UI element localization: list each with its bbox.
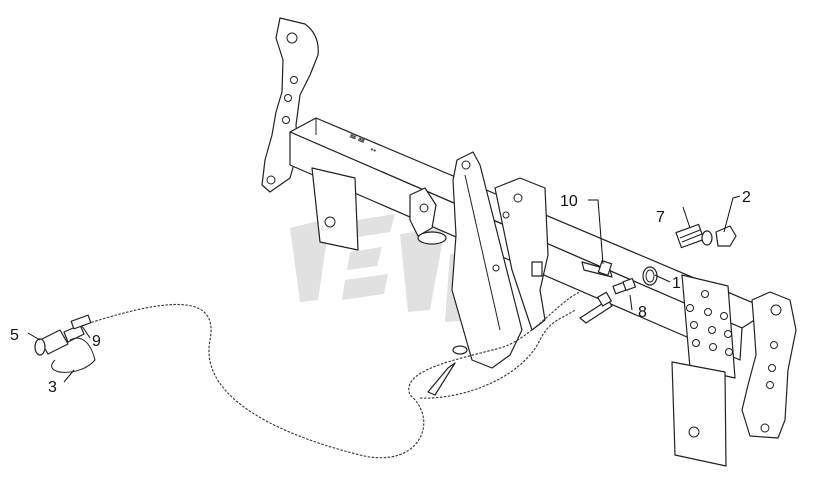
left-lower-plate <box>311 167 359 251</box>
hydraulic-hose <box>79 291 581 459</box>
right-lower-plate <box>671 361 727 467</box>
callout-leaders <box>27 195 741 383</box>
inner-bracket <box>492 177 549 331</box>
callout-2: 2 <box>742 189 751 206</box>
svg-text:▪▪: ▪▪ <box>369 146 377 154</box>
vertical-arm <box>451 151 523 369</box>
callout-1: 1 <box>672 275 681 292</box>
bolt-lower <box>579 291 613 324</box>
bolt-10 <box>581 260 613 278</box>
perforated-plate <box>681 274 736 379</box>
callout-labels: 10 7 2 1 8 5 9 3 <box>10 189 751 396</box>
callout-8: 8 <box>638 304 647 321</box>
arm-bolt <box>427 345 468 396</box>
coupler-7 <box>675 223 705 249</box>
callout-3: 3 <box>48 379 57 396</box>
cap-2 <box>715 225 737 247</box>
callout-10: 10 <box>560 193 578 210</box>
center-lug <box>409 187 447 245</box>
o-ring-2 <box>701 230 713 246</box>
right-mounting-plate <box>741 291 797 439</box>
callout-7: 7 <box>656 209 665 226</box>
callout-9: 9 <box>92 333 101 350</box>
fitting-8 <box>612 277 637 295</box>
left-mounting-plate <box>261 17 319 193</box>
o-ring-1 <box>642 266 658 286</box>
callout-5: 5 <box>10 327 19 344</box>
hose-coupler-assembly <box>34 314 96 373</box>
